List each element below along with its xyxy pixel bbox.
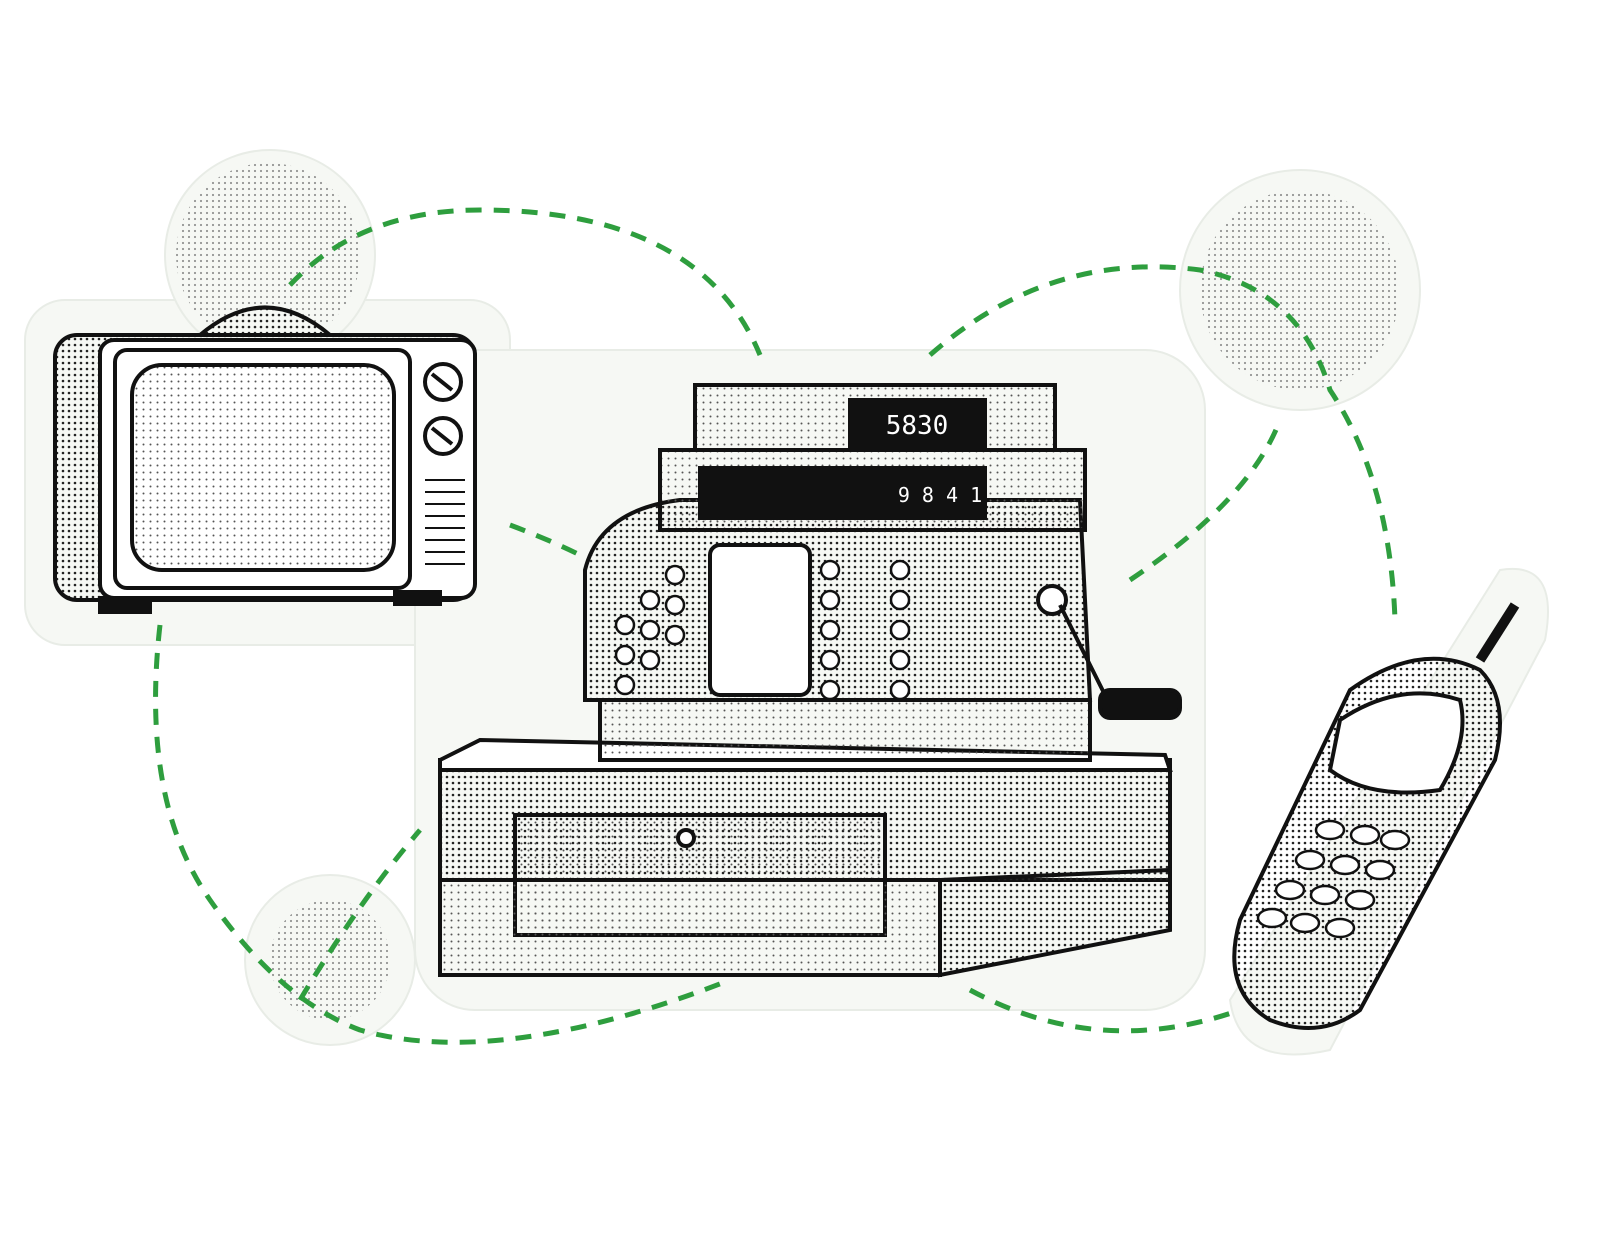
register-top-display: 5830 [886, 411, 949, 441]
mobile-phone-illustration [1232, 602, 1520, 1030]
halftone-circles [176, 163, 1400, 1020]
television-illustration [53, 305, 477, 614]
cash-register-illustration [438, 383, 1182, 978]
dashed-connection-lines [153, 207, 1398, 1045]
register-bottom-display: 9 8 4 1 [898, 483, 982, 507]
